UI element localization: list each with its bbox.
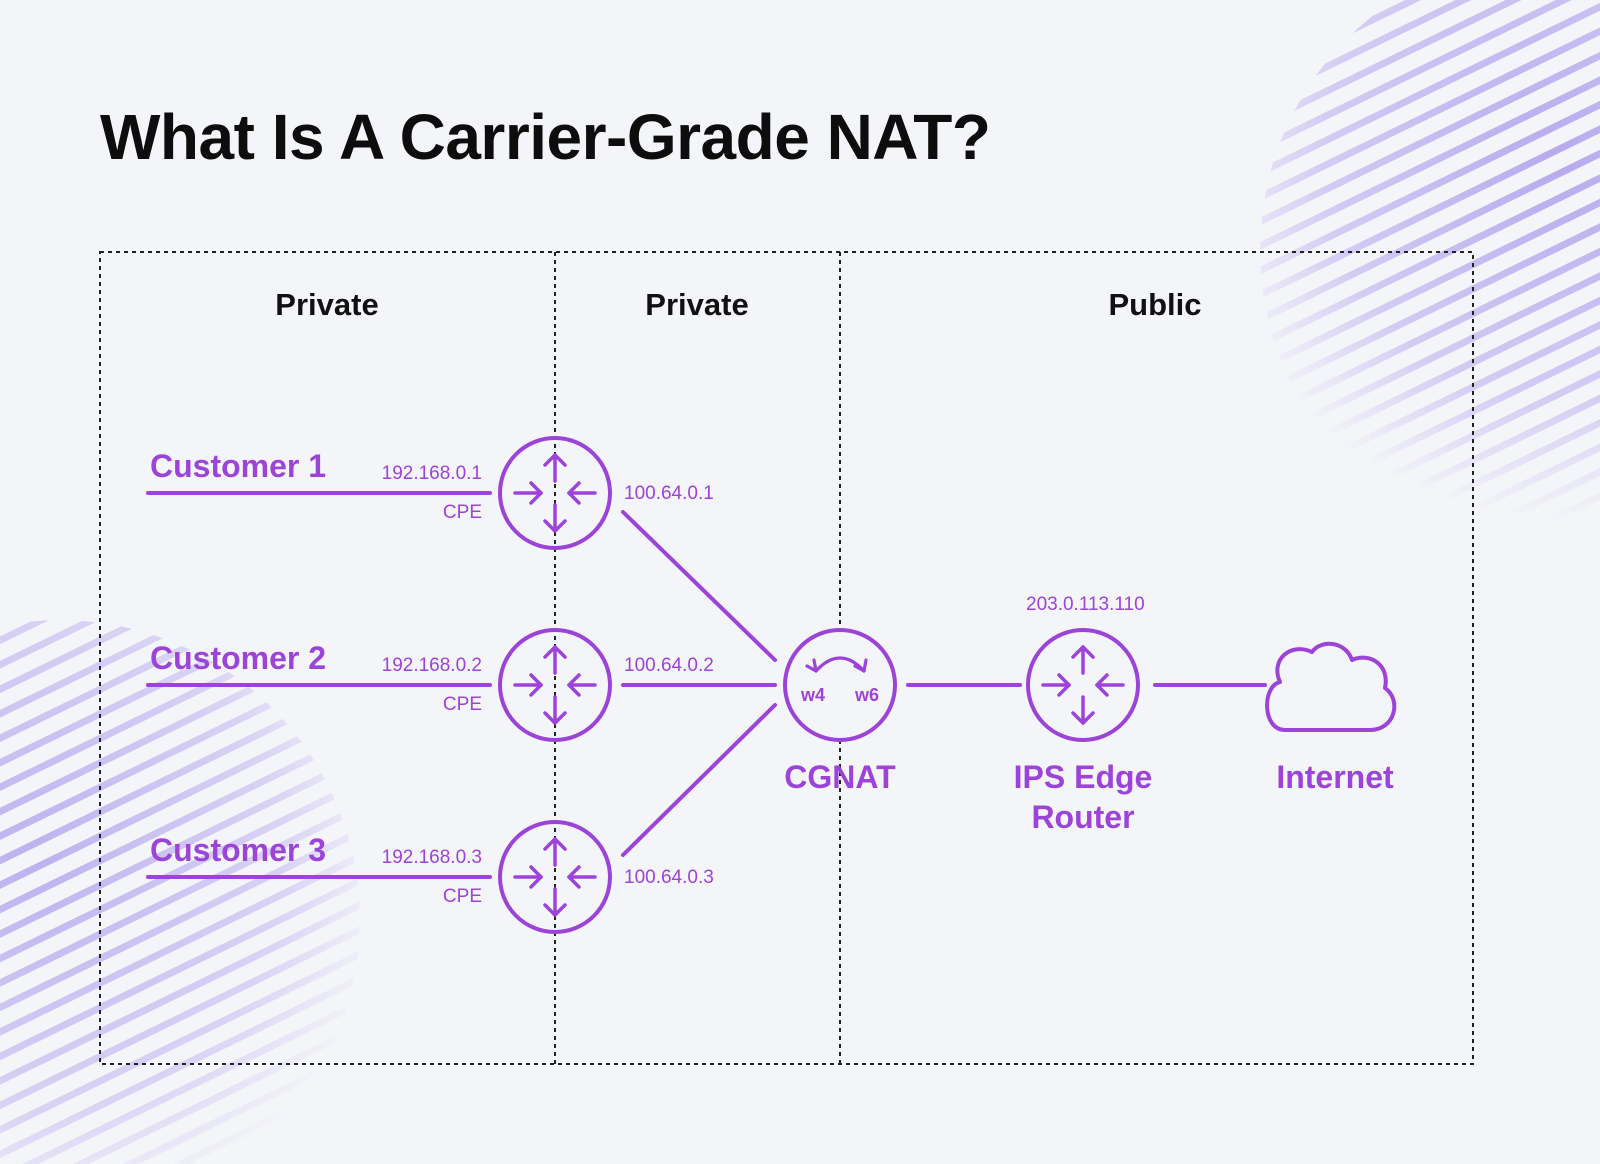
customer-3-label: Customer 3 — [150, 832, 327, 868]
decorative-circle-bottom-left — [0, 620, 360, 1164]
cgnat-right-tag: w6 — [854, 685, 879, 705]
customer-2-label: Customer 2 — [150, 640, 327, 676]
customer-3-carrier-ip: 100.64.0.3 — [624, 867, 714, 888]
cgnat-left-tag: w4 — [800, 685, 825, 705]
customer-1-cpe-label: CPE — [442, 502, 482, 523]
edge-router-icon — [1026, 628, 1140, 742]
cloud-icon — [1265, 641, 1397, 732]
internet-label: Internet — [1276, 759, 1394, 795]
customer-2-cpe-label: CPE — [442, 694, 482, 715]
customer-2-cpe-ip: 192.168.0.2 — [381, 655, 482, 676]
zone-label-private-1: Private — [275, 287, 379, 322]
zone-label-public: Public — [1108, 287, 1202, 322]
customer-1-cpe-ip: 192.168.0.1 — [381, 463, 482, 484]
decorative-circle-top-right — [1260, 0, 1600, 550]
page-title: What Is A Carrier-Grade NAT? — [100, 101, 991, 173]
cgnat-label: CGNAT — [784, 759, 896, 795]
cgnat-icon: w4 w6 — [783, 628, 897, 742]
edge-router-label-line-2: Router — [1031, 799, 1135, 835]
cpe-3-to-cgnat-link — [621, 703, 777, 857]
edge-router-ip: 203.0.113.110 — [1026, 594, 1145, 615]
customer-2-carrier-ip: 100.64.0.2 — [624, 655, 714, 676]
customer-1-label: Customer 1 — [150, 448, 327, 484]
customer-3-cpe-ip: 192.168.0.3 — [381, 847, 482, 868]
diagram-frame — [99, 251, 1474, 1065]
edge-router-label-line-1: IPS Edge — [1013, 759, 1153, 795]
customer-3-cpe-label: CPE — [442, 886, 482, 907]
zone-label-private-2: Private — [645, 287, 749, 322]
swap-arrows-icon — [805, 656, 868, 673]
cpe-1-to-cgnat-link — [621, 510, 777, 662]
customer-1-carrier-ip: 100.64.0.1 — [624, 483, 714, 504]
